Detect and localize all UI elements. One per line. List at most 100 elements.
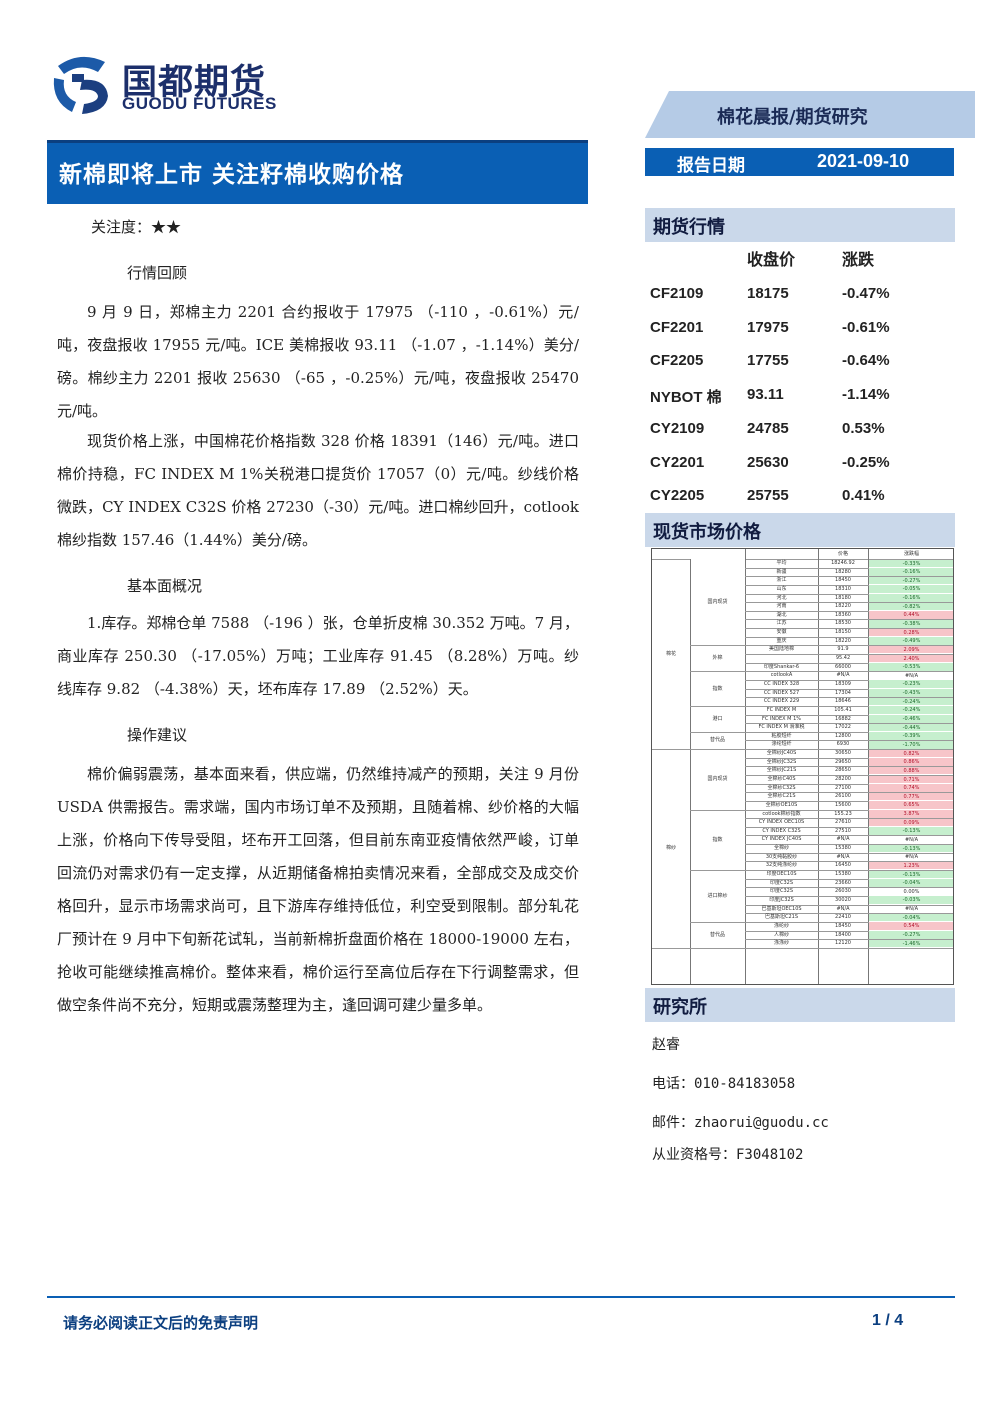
spot-item-name: cotlook棉纱指数: [762, 810, 801, 817]
spot-item-price: 30650: [835, 750, 851, 757]
spot-grid-line: [745, 861, 953, 863]
spot-grid-line: [745, 740, 953, 742]
spot-item-price: 17022: [835, 724, 851, 731]
spot-grid-line: [745, 671, 953, 673]
spot-item-name: 新疆: [776, 568, 787, 575]
spot-item-change: 0.00%: [903, 888, 920, 895]
paragraph-spot-price: 现货价格上涨，中国棉花价格指数 328 价格 18391（146）元/吨。进口棉…: [57, 432, 579, 549]
spot-grid-line: [745, 844, 953, 846]
spot-grid-line: [690, 671, 745, 673]
spot-item-change: 0.65%: [869, 801, 953, 809]
futures-contract: CY2205: [650, 487, 705, 505]
spot-item-change: -1.46%: [869, 939, 953, 948]
spot-item-change: -0.39%: [869, 732, 953, 740]
futures-close: 24785: [747, 419, 789, 437]
spot-heading-bar: 现货市场价格: [645, 513, 955, 547]
spot-group-label: 国内现货: [707, 599, 728, 606]
spot-item-name: [745, 654, 818, 662]
spot-item-change: #N/A: [904, 836, 919, 843]
spot-item-change: #N/A: [904, 672, 919, 679]
spot-item-price: 66000: [835, 663, 851, 670]
spot-item-change: 0.88%: [869, 766, 953, 775]
spot-grid-line: [652, 947, 690, 949]
footer-disclaimer: 请务必阅读正文后的免责声明: [63, 1314, 259, 1332]
futures-col-change: 涨跌: [842, 250, 875, 269]
futures-close: 18175: [747, 285, 789, 302]
spot-grid-line: [745, 895, 953, 897]
attention-rating: 关注度：★★: [91, 218, 182, 236]
spot-item-name: 涤纶纱: [773, 922, 789, 929]
paragraph-inventory: 1.库存。郑棉仓单 7588 （-196 ）张，仓单折皮棉 30.352 万吨。…: [57, 614, 579, 698]
spot-item-name: 全棉纱OE10S: [765, 801, 798, 808]
spot-item-price: 91.9: [837, 646, 849, 653]
spot-item-price: 18309: [835, 680, 851, 687]
spot-item-name: 平均: [776, 560, 787, 566]
spot-grid-line: [745, 835, 953, 837]
spot-grid-line: [745, 705, 953, 707]
futures-change: -1.14%: [842, 386, 890, 404]
section-heading-fundamental: 基本面概况: [127, 577, 203, 595]
spot-item-name: 粘胶短纤: [771, 732, 792, 739]
spot-grid-line: [745, 826, 953, 828]
spot-grid-line: [745, 939, 953, 941]
logo-mark-icon: [53, 56, 108, 114]
futures-contract: CF2109: [650, 285, 704, 302]
spot-item-price: #N/A: [836, 853, 850, 860]
spot-item-change: -0.13%: [869, 844, 953, 853]
spot-item-change: -0.49%: [869, 637, 953, 645]
spot-grid-line: [690, 705, 745, 707]
company-logo: 国都期货 GUODU FUTURES: [50, 52, 300, 122]
spot-item-change: -0.04%: [869, 913, 953, 922]
spot-grid-line: [745, 602, 953, 604]
spot-item-price: 18246.92: [831, 560, 855, 566]
spot-item-change: 0.54%: [869, 922, 953, 930]
spot-item-change: 2.40%: [869, 654, 953, 663]
report-date-bar: 报告日期 2021-09-10: [645, 148, 954, 176]
futures-close: 17975: [747, 318, 789, 336]
spot-item-change: -0.44%: [869, 723, 953, 732]
spot-item-name: 全棉纱C21S: [767, 793, 796, 800]
spot-grid-line: [745, 852, 953, 854]
spot-category-label: 棉纱: [665, 845, 676, 852]
spot-grid-line: [745, 619, 953, 621]
spot-item-name: 全棉纱JC40S: [766, 750, 797, 757]
spot-grid-line: [745, 809, 953, 811]
paragraph-market-review: 9 月 9 日，郑棉主力 2201 合约报收于 17975 （-110 ，-0.…: [57, 303, 579, 420]
report-date-label: 报告日期: [677, 156, 745, 176]
spot-category-label: 棉花: [665, 651, 676, 658]
spot-item-change: -0.13%: [869, 870, 953, 879]
spot-item-change: -0.03%: [869, 896, 953, 905]
spot-item-name: 印度C32S: [769, 879, 794, 886]
spot-item-name: 人棉纱: [773, 931, 789, 938]
spot-item-price: 18400: [835, 931, 851, 938]
section-heading-review: 行情回顾: [127, 264, 188, 282]
spot-item-change: 0.28%: [869, 628, 953, 637]
spot-item-change: -0.04%: [869, 879, 953, 887]
spot-item-change: -1.70%: [869, 740, 953, 749]
spot-grid-line: [745, 930, 953, 932]
spot-item-change: 3.87%: [869, 810, 953, 818]
spot-item-price: 18180: [835, 594, 851, 601]
spot-grid-line: [745, 731, 953, 733]
spot-item-name: 30支纯黏胶纱: [765, 853, 798, 860]
spot-item-price: 28200: [835, 776, 851, 782]
spot-grid-line: [745, 887, 953, 889]
report-type-banner: 棉花晨报/期货研究: [645, 91, 975, 138]
spot-item-change: -0.16%: [869, 594, 953, 602]
paragraph-advice: 棉价偏弱震荡，基本面来看，供应端，仍然维持减产的预期，关注 9 月份 USDA …: [57, 765, 579, 1014]
spot-group-label: 替代品: [709, 931, 725, 938]
spot-item-price: #N/A: [836, 836, 850, 843]
spot-item-price: 27610: [835, 819, 851, 826]
futures-heading-bar: 期货行情: [645, 208, 955, 242]
futures-col-close: 收盘价: [747, 250, 796, 269]
futures-change: -0.25%: [842, 453, 890, 471]
spot-item-name: FC INDEX M 1%: [761, 715, 802, 722]
spot-item-name: 浙江: [776, 577, 787, 584]
logo-english-name: GUODU FUTURES: [122, 94, 277, 113]
spot-item-change: -0.27%: [869, 576, 953, 585]
